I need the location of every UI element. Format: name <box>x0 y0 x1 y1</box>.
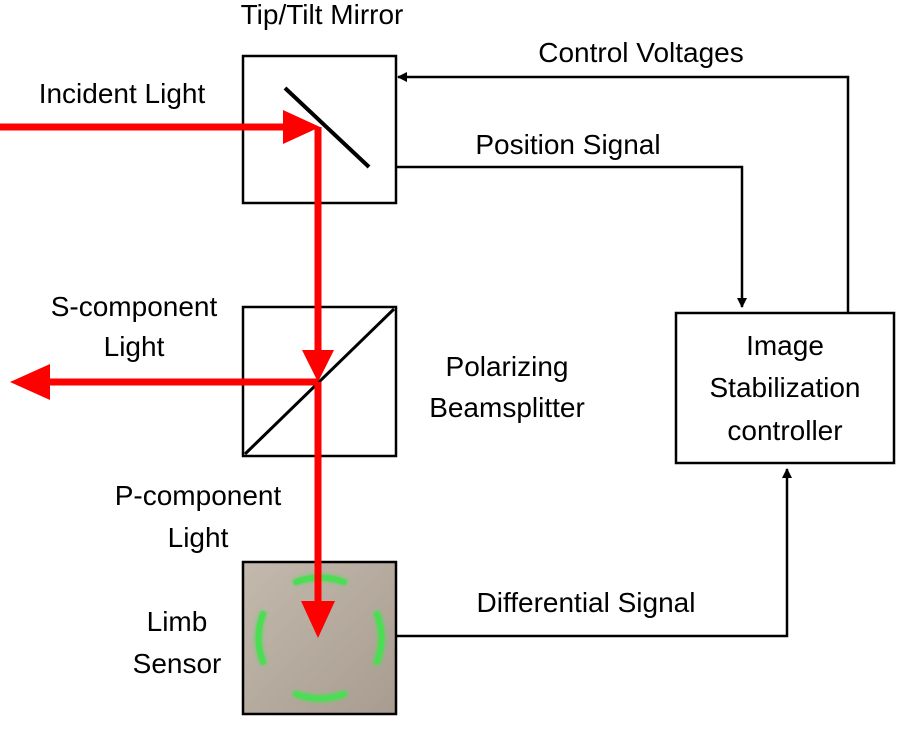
polarizing-label-line2: Beamsplitter <box>429 392 585 423</box>
position-signal-label: Position Signal <box>475 129 660 160</box>
controller-label-line1: Image <box>746 330 824 361</box>
position-signal-line <box>396 165 747 308</box>
reflected-beam-arrowhead <box>302 350 334 382</box>
sensor-arc-left <box>255 611 266 665</box>
incident-beam-arrowhead <box>283 110 320 144</box>
s-component-label-line2: Light <box>104 331 165 362</box>
control-voltages-line <box>397 72 850 313</box>
sensor-arc-bottom <box>293 691 347 702</box>
labels: Tip/Tilt Mirror Incident Light Control V… <box>39 0 861 679</box>
mirror-surface <box>283 86 371 169</box>
light-beams <box>0 110 335 638</box>
controller-label-line2: Stabilization <box>710 372 861 403</box>
s-component-label-line1: S-component <box>51 291 218 322</box>
beamsplitter-diagonal <box>243 307 396 456</box>
polarizing-label-line1: Polarizing <box>446 351 569 382</box>
sensor-arc-right <box>374 611 385 665</box>
limb-sensor-label-line2: Sensor <box>133 648 222 679</box>
p-component-label-line1: P-component <box>115 480 282 511</box>
p-component-arrowhead <box>301 601 335 638</box>
controller-box <box>674 311 896 465</box>
tip-tilt-mirror-label: Tip/Tilt Mirror <box>241 0 404 30</box>
controller-label-line3: controller <box>727 415 842 446</box>
control-voltages-label: Control Voltages <box>538 37 743 68</box>
differential-signal-line <box>396 468 792 638</box>
limb-sensor-label-line1: Limb <box>147 606 208 637</box>
signal-lines <box>396 72 850 638</box>
differential-signal-label: Differential Signal <box>477 587 696 618</box>
incident-light-label: Incident Light <box>39 78 206 109</box>
s-component-arrowhead <box>10 364 50 400</box>
p-component-label-line2: Light <box>168 522 229 553</box>
